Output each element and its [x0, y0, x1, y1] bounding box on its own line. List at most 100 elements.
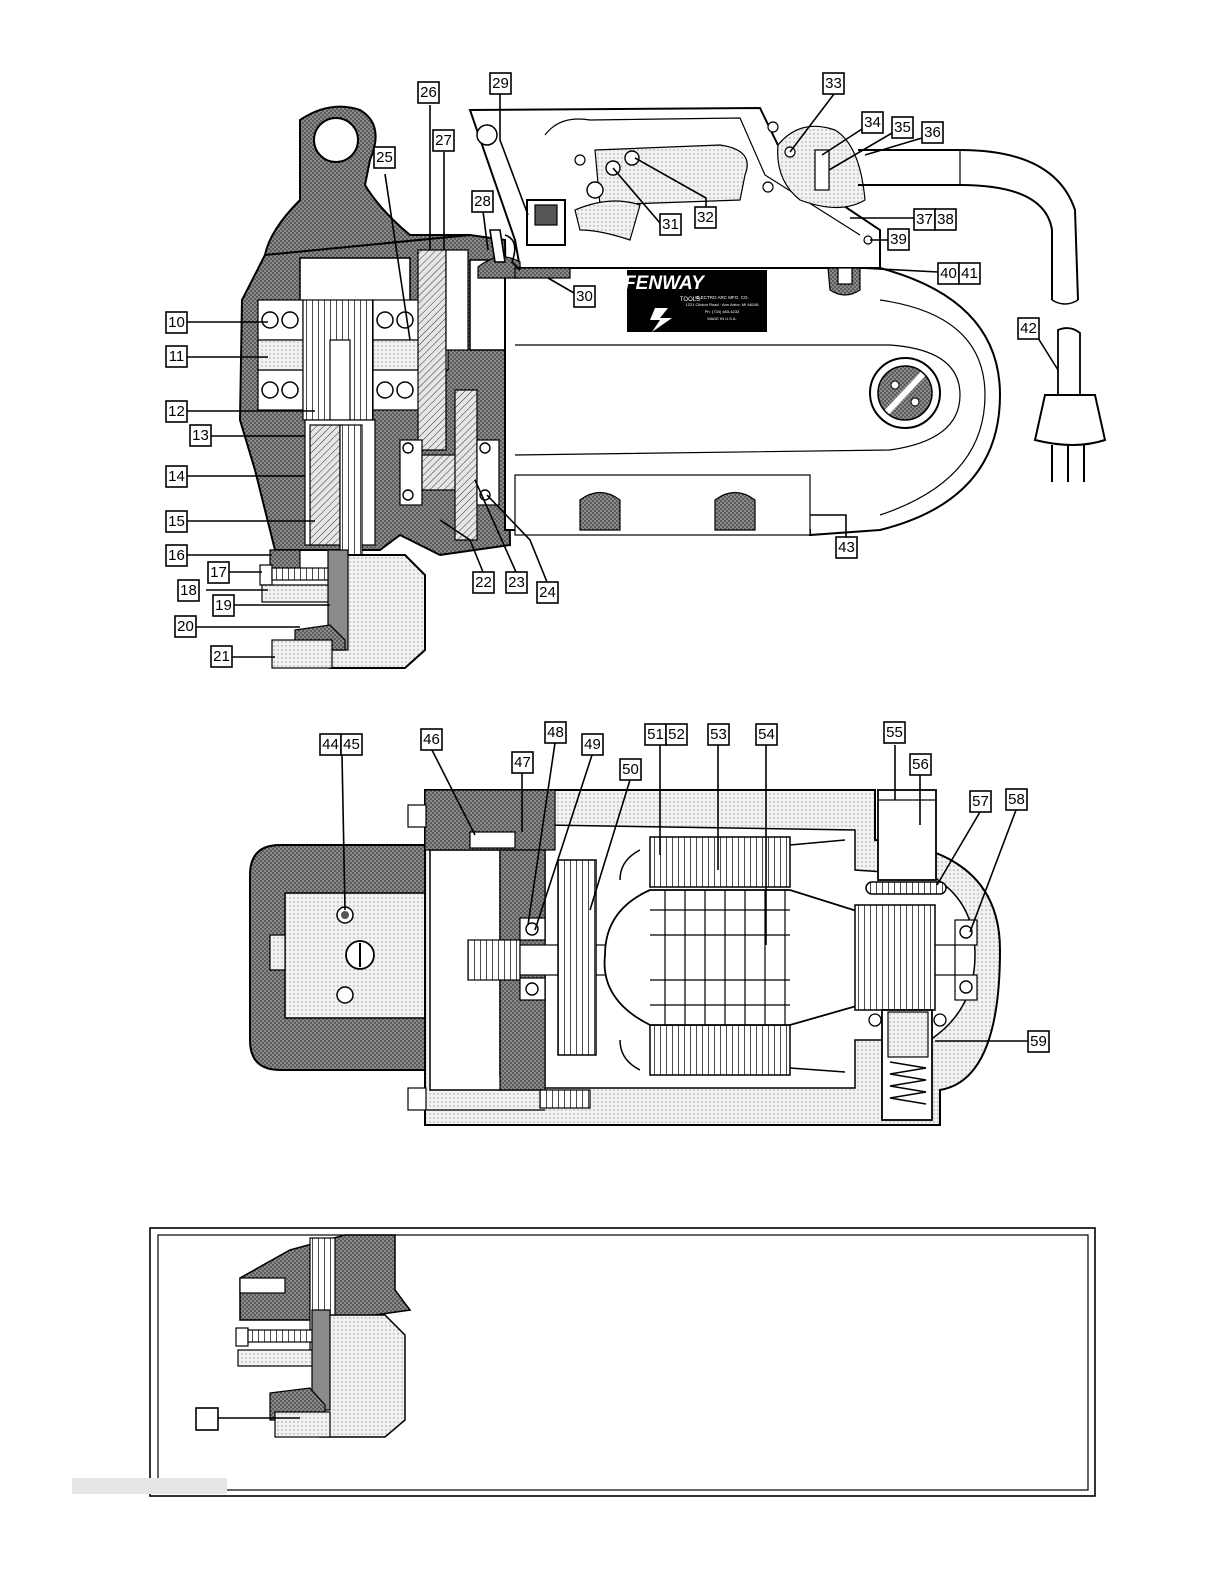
svg-text:38: 38 — [937, 211, 954, 228]
inset-callout-box — [196, 1408, 218, 1430]
callout-16: 16 — [166, 545, 187, 566]
callout-32: 32 — [695, 207, 716, 228]
svg-text:43: 43 — [838, 539, 855, 556]
svg-text:13: 13 — [192, 427, 209, 444]
callout-45: 45 — [341, 734, 362, 755]
svg-text:12: 12 — [168, 403, 185, 420]
callout-51: 51 — [645, 724, 666, 745]
svg-text:54: 54 — [758, 726, 775, 743]
svg-text:29: 29 — [492, 75, 509, 92]
callout-38: 38 — [935, 209, 956, 230]
svg-text:34: 34 — [864, 114, 881, 131]
callout-25: 25 — [374, 147, 395, 168]
callout-37: 37 — [914, 209, 935, 230]
svg-text:40: 40 — [940, 265, 957, 282]
callout-29: 29 — [490, 73, 511, 94]
svg-text:31: 31 — [662, 216, 679, 233]
callout-31: 31 — [660, 214, 681, 235]
svg-text:55: 55 — [886, 724, 903, 741]
svg-text:19: 19 — [215, 597, 232, 614]
svg-text:37: 37 — [916, 211, 933, 228]
svg-text:MADE IN U.S.A.: MADE IN U.S.A. — [707, 316, 736, 321]
svg-text:57: 57 — [972, 793, 989, 810]
callout-54: 54 — [756, 724, 777, 745]
callout-20: 20 — [175, 616, 196, 637]
svg-text:15: 15 — [168, 513, 185, 530]
callout-43: 43 — [836, 537, 857, 558]
svg-text:18: 18 — [180, 582, 197, 599]
callout-30: 30 — [574, 286, 595, 307]
callout-39: 39 — [888, 229, 909, 250]
callout-47: 47 — [512, 752, 533, 773]
callout-55: 55 — [884, 722, 905, 743]
svg-text:48: 48 — [547, 724, 564, 741]
callout-40: 40 — [938, 263, 959, 284]
callout-26: 26 — [418, 82, 439, 103]
svg-text:22: 22 — [475, 574, 492, 591]
svg-text:24: 24 — [539, 584, 556, 601]
svg-text:53: 53 — [710, 726, 727, 743]
svg-text:27: 27 — [435, 132, 452, 149]
svg-text:28: 28 — [474, 193, 491, 210]
callout-59: 59 — [1028, 1031, 1049, 1052]
callout-22: 22 — [473, 572, 494, 593]
callout-36: 36 — [922, 122, 943, 143]
svg-text:52: 52 — [668, 726, 685, 743]
callout-50: 50 — [620, 759, 641, 780]
svg-text:47: 47 — [514, 754, 531, 771]
callout-46: 46 — [421, 729, 442, 750]
callout-14: 14 — [166, 466, 187, 487]
callout-27: 27 — [433, 130, 454, 151]
svg-text:32: 32 — [697, 209, 714, 226]
callout-52: 52 — [666, 724, 687, 745]
callout-48: 48 — [545, 722, 566, 743]
bandsaw-top-view: FENWAY TOOLS ELECTRO ARC MFG. CO. 1221 C… — [240, 107, 1105, 668]
svg-text:39: 39 — [890, 231, 907, 248]
callout-44: 44 — [320, 734, 341, 755]
svg-text:42: 42 — [1020, 320, 1037, 337]
callout-56: 56 — [910, 754, 931, 775]
lifting-eye — [265, 107, 470, 255]
svg-text:16: 16 — [168, 547, 185, 564]
svg-text:26: 26 — [420, 84, 437, 101]
svg-text:1221 Clinton Road · Ann Arbor,: 1221 Clinton Road · Ann Arbor, MI 48108 — [686, 302, 760, 307]
svg-text:17: 17 — [210, 564, 227, 581]
svg-text:23: 23 — [508, 574, 525, 591]
svg-text:59: 59 — [1030, 1033, 1047, 1050]
svg-text:50: 50 — [622, 761, 639, 778]
svg-text:ELECTRO ARC MFG. CO.: ELECTRO ARC MFG. CO. — [695, 295, 749, 300]
callout-23: 23 — [506, 572, 527, 593]
fenway-logo-plate: FENWAY TOOLS ELECTRO ARC MFG. CO. 1221 C… — [624, 270, 767, 332]
callout-11: 11 — [166, 346, 187, 367]
svg-text:45: 45 — [343, 736, 360, 753]
callout-17: 17 — [208, 562, 229, 583]
svg-text:35: 35 — [894, 119, 911, 136]
callout-33: 33 — [823, 73, 844, 94]
callout-19: 19 — [213, 595, 234, 616]
svg-text:49: 49 — [584, 736, 601, 753]
callout-34: 34 — [862, 112, 883, 133]
callout-13: 13 — [190, 425, 211, 446]
svg-text:33: 33 — [825, 75, 842, 92]
callout-49: 49 — [582, 734, 603, 755]
callout-41: 41 — [959, 263, 980, 284]
svg-text:10: 10 — [168, 314, 185, 331]
motor-section-view — [250, 790, 1000, 1125]
svg-text:36: 36 — [924, 124, 941, 141]
callout-18: 18 — [178, 580, 199, 601]
callout-24: 24 — [537, 582, 558, 603]
callout-57: 57 — [970, 791, 991, 812]
callout-10: 10 — [166, 312, 187, 333]
callout-58: 58 — [1006, 789, 1027, 810]
svg-text:56: 56 — [912, 756, 929, 773]
inset-detail — [72, 1228, 1095, 1496]
svg-text:11: 11 — [169, 348, 185, 365]
svg-text:58: 58 — [1008, 791, 1025, 808]
svg-text:FENWAY: FENWAY — [624, 273, 706, 294]
svg-text:Ph: (734) 483-4233: Ph: (734) 483-4233 — [705, 309, 740, 314]
callout-21: 21 — [211, 646, 232, 667]
svg-text:25: 25 — [376, 149, 393, 166]
svg-text:21: 21 — [213, 648, 230, 665]
svg-text:20: 20 — [177, 618, 194, 635]
